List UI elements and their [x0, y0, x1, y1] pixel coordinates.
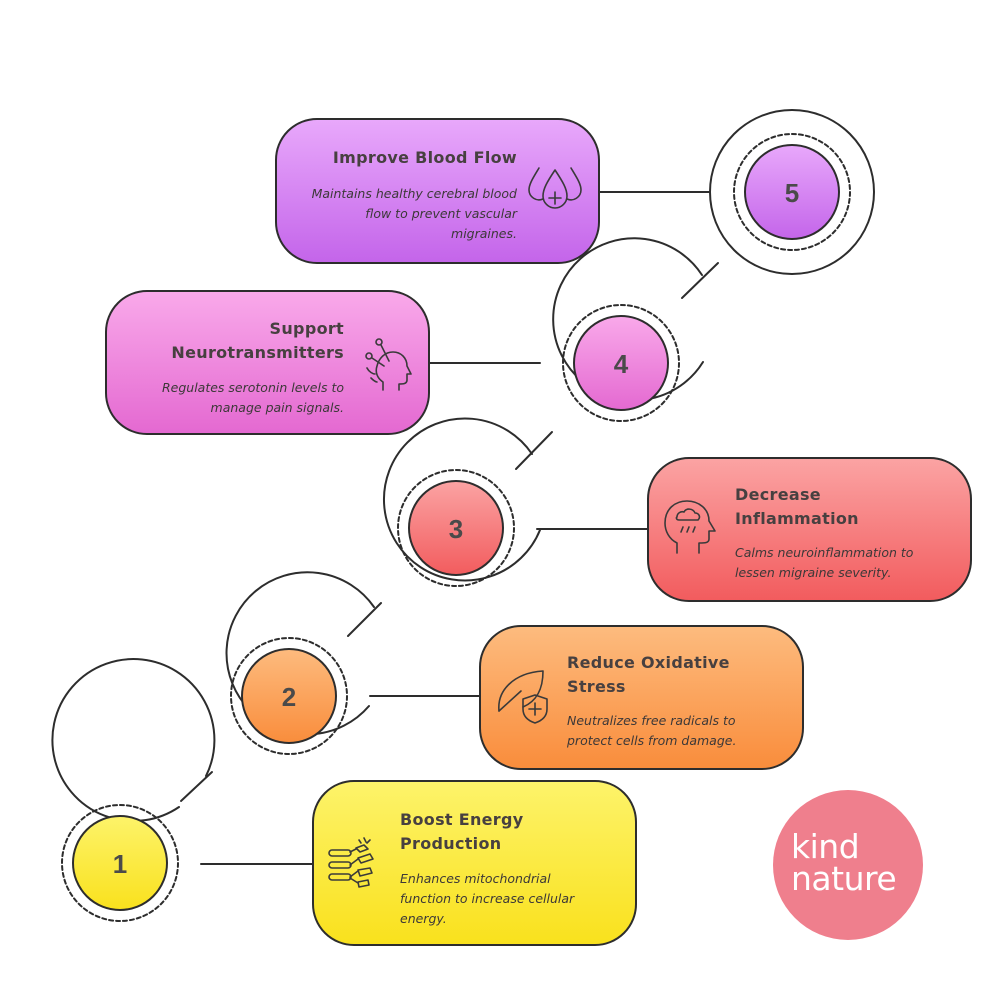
step-4-dashed-ring	[562, 304, 680, 422]
step-1-title: Boost Energy Production	[400, 810, 524, 853]
head-neurons-icon	[365, 338, 412, 391]
logo-line-1: kind	[791, 827, 860, 866]
leaf-shield-icon	[498, 670, 548, 724]
step-4-title: Support Neurotransmitters	[171, 319, 344, 362]
mitochondria-icon	[328, 837, 374, 888]
head-storm-icon	[664, 500, 716, 554]
step-3-dashed-ring	[397, 469, 515, 587]
step-5-title: Improve Blood Flow	[332, 148, 517, 167]
connector-2-3	[347, 602, 382, 637]
step-3-card: Decrease Inflammation Calms neuroinflamm…	[647, 457, 972, 602]
step-1-number: 1	[112, 849, 128, 879]
step-5-card: Improve Blood Flow Maintains healthy cer…	[275, 118, 600, 264]
step-3-outer-ring	[382, 417, 541, 582]
brand-logo: kind nature	[773, 790, 923, 940]
connector-3-4	[515, 431, 553, 470]
step-4-badge	[573, 315, 669, 411]
step-3-badge	[408, 480, 504, 576]
step-2-dashed-ring	[230, 637, 348, 755]
step-1-description: Enhances mitochondrial function to incre…	[400, 871, 575, 926]
logo-line-2: nature	[791, 859, 897, 898]
blood-drops-icon	[528, 167, 582, 209]
step-2-description: Neutralizes free radicals to protect cel…	[567, 713, 737, 748]
step-5-badge	[744, 144, 840, 240]
step-5-description: Maintains healthy cerebral blood flow to…	[311, 186, 517, 241]
step-2-number: 2	[281, 682, 297, 712]
step-1-card: Boost Energy Production Enhances mitocho…	[312, 780, 637, 946]
step-2-card: Reduce Oxidative Stress Neutralizes free…	[479, 625, 804, 770]
connector-1-2	[180, 771, 213, 802]
step-3-title: Decrease Inflammation	[735, 485, 859, 528]
step-5-number: 5	[784, 178, 800, 208]
step-3-description: Calms neuroinflammation to lessen migrai…	[735, 545, 914, 580]
step-2-title: Reduce Oxidative Stress	[567, 653, 730, 696]
step-1-outer-ring	[51, 658, 216, 822]
step-2-badge	[241, 648, 337, 744]
step-4-number: 4	[613, 349, 629, 379]
step-4-card: Support Neurotransmitters Regulates sero…	[105, 290, 430, 435]
step-5-dashed-ring	[733, 133, 851, 251]
step-3-number: 3	[448, 514, 464, 544]
step-4-description: Regulates serotonin levels to manage pai…	[161, 380, 344, 415]
step-1-dashed-ring	[61, 804, 179, 922]
step-1-badge	[72, 815, 168, 911]
connector-4-5	[681, 262, 719, 299]
